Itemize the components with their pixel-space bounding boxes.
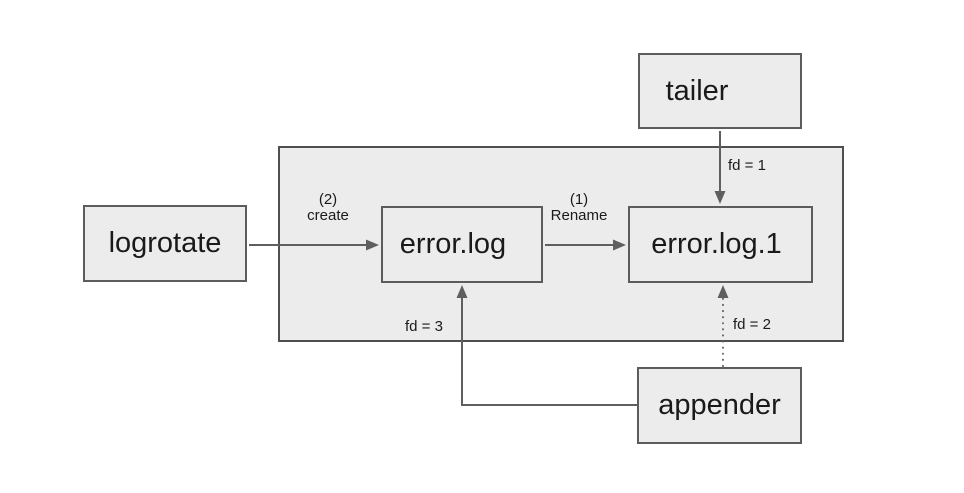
- edge-label-create: (2) create: [278, 192, 378, 224]
- node-error-log-1-label: error.log.1: [651, 228, 782, 260]
- edge-label-fd3: fd = 3: [405, 318, 443, 335]
- node-error-log-1: error.log.1: [628, 206, 813, 283]
- edge-label-fd2: fd = 2: [733, 316, 771, 333]
- node-logrotate-label: logrotate: [108, 227, 222, 259]
- node-tailer-label: tailer: [665, 74, 729, 107]
- edge-label-rename: (1) Rename: [529, 192, 629, 224]
- edge-label-create-action: create: [307, 207, 349, 224]
- node-appender-label: appender: [658, 389, 781, 421]
- node-appender: appender: [637, 367, 802, 444]
- node-tailer: tailer: [638, 53, 802, 129]
- edge-label-create-step: (2): [318, 191, 338, 208]
- edge-label-rename-step: (1): [569, 191, 589, 208]
- edge-label-rename-action: Rename: [550, 207, 608, 224]
- edge-label-fd1: fd = 1: [728, 157, 766, 174]
- node-logrotate: logrotate: [83, 205, 247, 282]
- node-error-log-label: error.log: [399, 228, 507, 260]
- node-error-log: error.log: [381, 206, 543, 283]
